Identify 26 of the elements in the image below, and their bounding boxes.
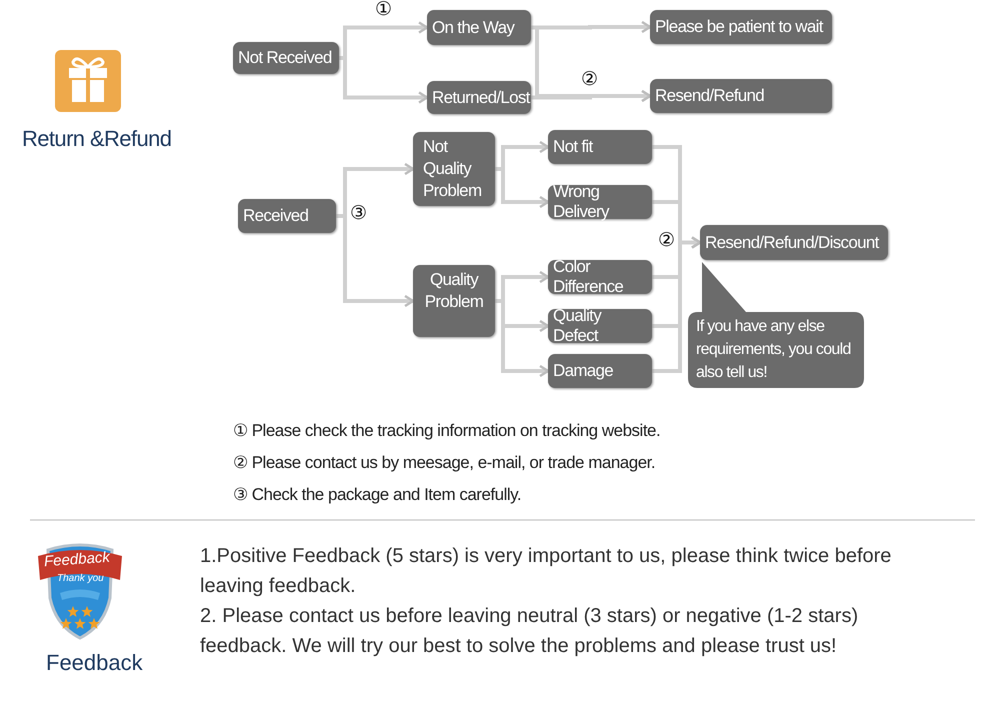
process-box: Please be patient to wait bbox=[650, 10, 832, 44]
process-box: Not Quality Problem bbox=[413, 132, 495, 206]
process-box: Not Received bbox=[233, 42, 339, 74]
process-box: On the Way bbox=[427, 10, 531, 45]
paragraph: 1.Positive Feedback (5 stars) is very important to us, please think twice before leaving feedback. bbox=[200, 544, 892, 599]
process-box: Quality Problem bbox=[413, 265, 495, 337]
process-box: Resend/Refund bbox=[650, 79, 832, 113]
process-box: Returned/Lost bbox=[427, 81, 531, 114]
process-box: Resend/Refund/Discount bbox=[700, 225, 888, 260]
caption: Feedback bbox=[46, 650, 143, 676]
note-text: ③ Check the package and Item carefully. bbox=[233, 484, 522, 505]
paragraph: 2. Please contact us before leaving neutral (3 stars) or negative (1-2 stars) feedback. We will try our best to solve the problems and please trust us! bbox=[200, 604, 860, 659]
speech-bubble bbox=[688, 262, 866, 390]
ribbon-text: Feedback bbox=[43, 548, 110, 570]
badge-text: Thank you bbox=[57, 573, 104, 584]
note-text: ② Please contact us by meesage, e-mail, or trade manager. bbox=[233, 452, 656, 473]
process-box: Damage bbox=[548, 354, 652, 388]
heading: Return &Refund bbox=[22, 126, 172, 152]
process-box: Not fit bbox=[548, 130, 652, 164]
process-box: Quality Defect bbox=[548, 309, 652, 343]
process-box: Color Difference bbox=[548, 260, 652, 294]
process-box: Received bbox=[238, 199, 336, 233]
connector-arrow bbox=[531, 90, 652, 102]
note-text: ① Please check the tracking information on tracking website. bbox=[233, 420, 660, 441]
bubble-text: If you have any else requirements, you could also tell us! bbox=[696, 317, 852, 383]
process-box: Wrong Delivery bbox=[548, 185, 652, 219]
